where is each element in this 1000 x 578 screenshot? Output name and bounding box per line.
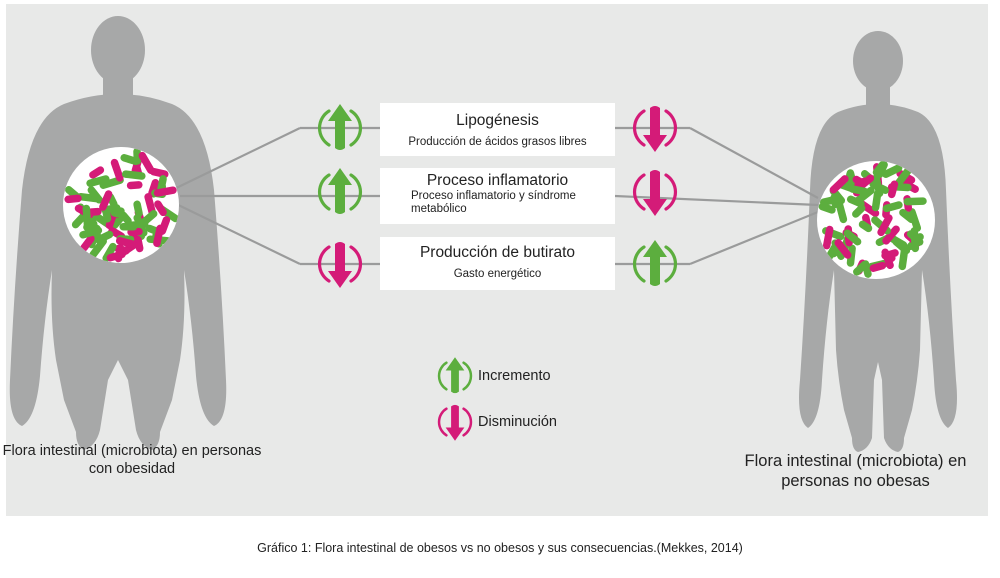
bacterium	[99, 176, 124, 189]
bacterium	[121, 170, 146, 180]
effect-subtitle: Producción de ácidos grasos libres	[408, 136, 587, 148]
bacterium	[877, 214, 893, 237]
bacterium	[154, 200, 167, 217]
bacterium	[858, 220, 873, 233]
bacterium	[887, 180, 899, 199]
effect-subtitle: Gasto energético	[453, 268, 542, 280]
decrease-arrow-icon	[437, 404, 473, 441]
bacterium	[87, 186, 103, 204]
bacterium	[882, 201, 903, 213]
bacterium	[106, 193, 118, 208]
bacterium	[114, 244, 124, 263]
bacterium	[881, 248, 894, 270]
legend-decrease-label: Disminución	[478, 414, 557, 430]
obese-caption: Flora intestinal (microbiota) en persona…	[2, 443, 262, 477]
bacterium	[82, 204, 92, 230]
effect-box-lipogenesis: Lipogénesis Producción de ácidos grasos …	[380, 103, 615, 156]
increase-arrow-icon	[437, 357, 473, 394]
bacterium	[818, 202, 836, 214]
bacterium	[882, 164, 903, 178]
bacterium	[846, 195, 865, 208]
bacterium	[149, 167, 169, 178]
bacterium	[853, 260, 869, 276]
bacterium	[105, 213, 117, 230]
decrease-arrow-icon	[318, 242, 362, 288]
bacterium	[834, 239, 852, 259]
bacterium	[822, 225, 834, 250]
bacterium	[852, 175, 867, 187]
bacterium	[99, 190, 113, 211]
effect-title: Producción de butirato	[419, 244, 576, 261]
bacterium	[849, 185, 869, 196]
bacterium	[843, 229, 862, 246]
bacterium	[86, 175, 110, 187]
non-obese-microbiota-circle	[817, 161, 935, 279]
bacterium	[846, 171, 855, 189]
bacterium	[80, 234, 95, 252]
bacterium	[134, 235, 144, 253]
bacterium	[89, 166, 105, 179]
bacterium	[872, 161, 887, 177]
bacterium	[127, 227, 143, 236]
bacterium	[893, 183, 912, 192]
bacterium	[115, 237, 138, 249]
bacterium	[89, 237, 107, 259]
increase-arrow-icon	[318, 104, 362, 150]
bacterium	[110, 158, 124, 182]
effect-subtitle: Proceso inflamatorio y síndrome metabóli…	[411, 190, 576, 215]
effect-title: Proceso inflamatorio	[426, 172, 569, 189]
bacterium	[895, 165, 913, 187]
obese-effect-arrows	[318, 104, 362, 288]
legend-increase-label: Incremento	[478, 368, 551, 384]
bacterium	[852, 204, 866, 218]
effect-box-butyrate: Producción de butirato Gasto energético	[380, 237, 615, 290]
bacterium	[819, 194, 843, 206]
non-obese-effect-arrows	[633, 106, 677, 286]
legend-arrows	[437, 357, 473, 441]
increase-arrow-icon	[633, 240, 677, 286]
bacterium	[110, 208, 126, 219]
bacterium	[899, 208, 916, 224]
decrease-arrow-icon	[633, 170, 677, 216]
increase-arrow-icon	[318, 168, 362, 214]
bacterium	[126, 181, 143, 190]
decrease-arrow-icon	[633, 106, 677, 152]
obese-microbiota-circle	[63, 147, 179, 263]
bacterium	[898, 245, 909, 271]
bacterium	[79, 226, 103, 239]
non-obese-caption: Flora intestinal (microbiota) en persona…	[744, 452, 967, 490]
bacterium	[153, 224, 164, 247]
bacterium	[110, 213, 125, 230]
effect-box-inflammation: Proceso inflamatorio Proceso inflamatori…	[380, 168, 615, 224]
bacterium	[138, 151, 155, 174]
bacterium	[133, 200, 143, 218]
bacterium	[64, 194, 82, 204]
effect-title: Lipogénesis	[456, 112, 539, 129]
bacterium	[882, 225, 900, 245]
bacterium	[903, 197, 927, 206]
bacterium	[101, 204, 121, 214]
bacterium	[869, 261, 887, 272]
bacterium	[835, 199, 848, 224]
figure-footnote: Gráfico 1: Flora intestinal de obesos vs…	[257, 541, 743, 555]
bacterium	[138, 210, 158, 228]
bacterium	[910, 227, 920, 253]
bacterium	[829, 175, 849, 194]
bacterium	[872, 174, 884, 197]
bacterium	[153, 186, 177, 197]
